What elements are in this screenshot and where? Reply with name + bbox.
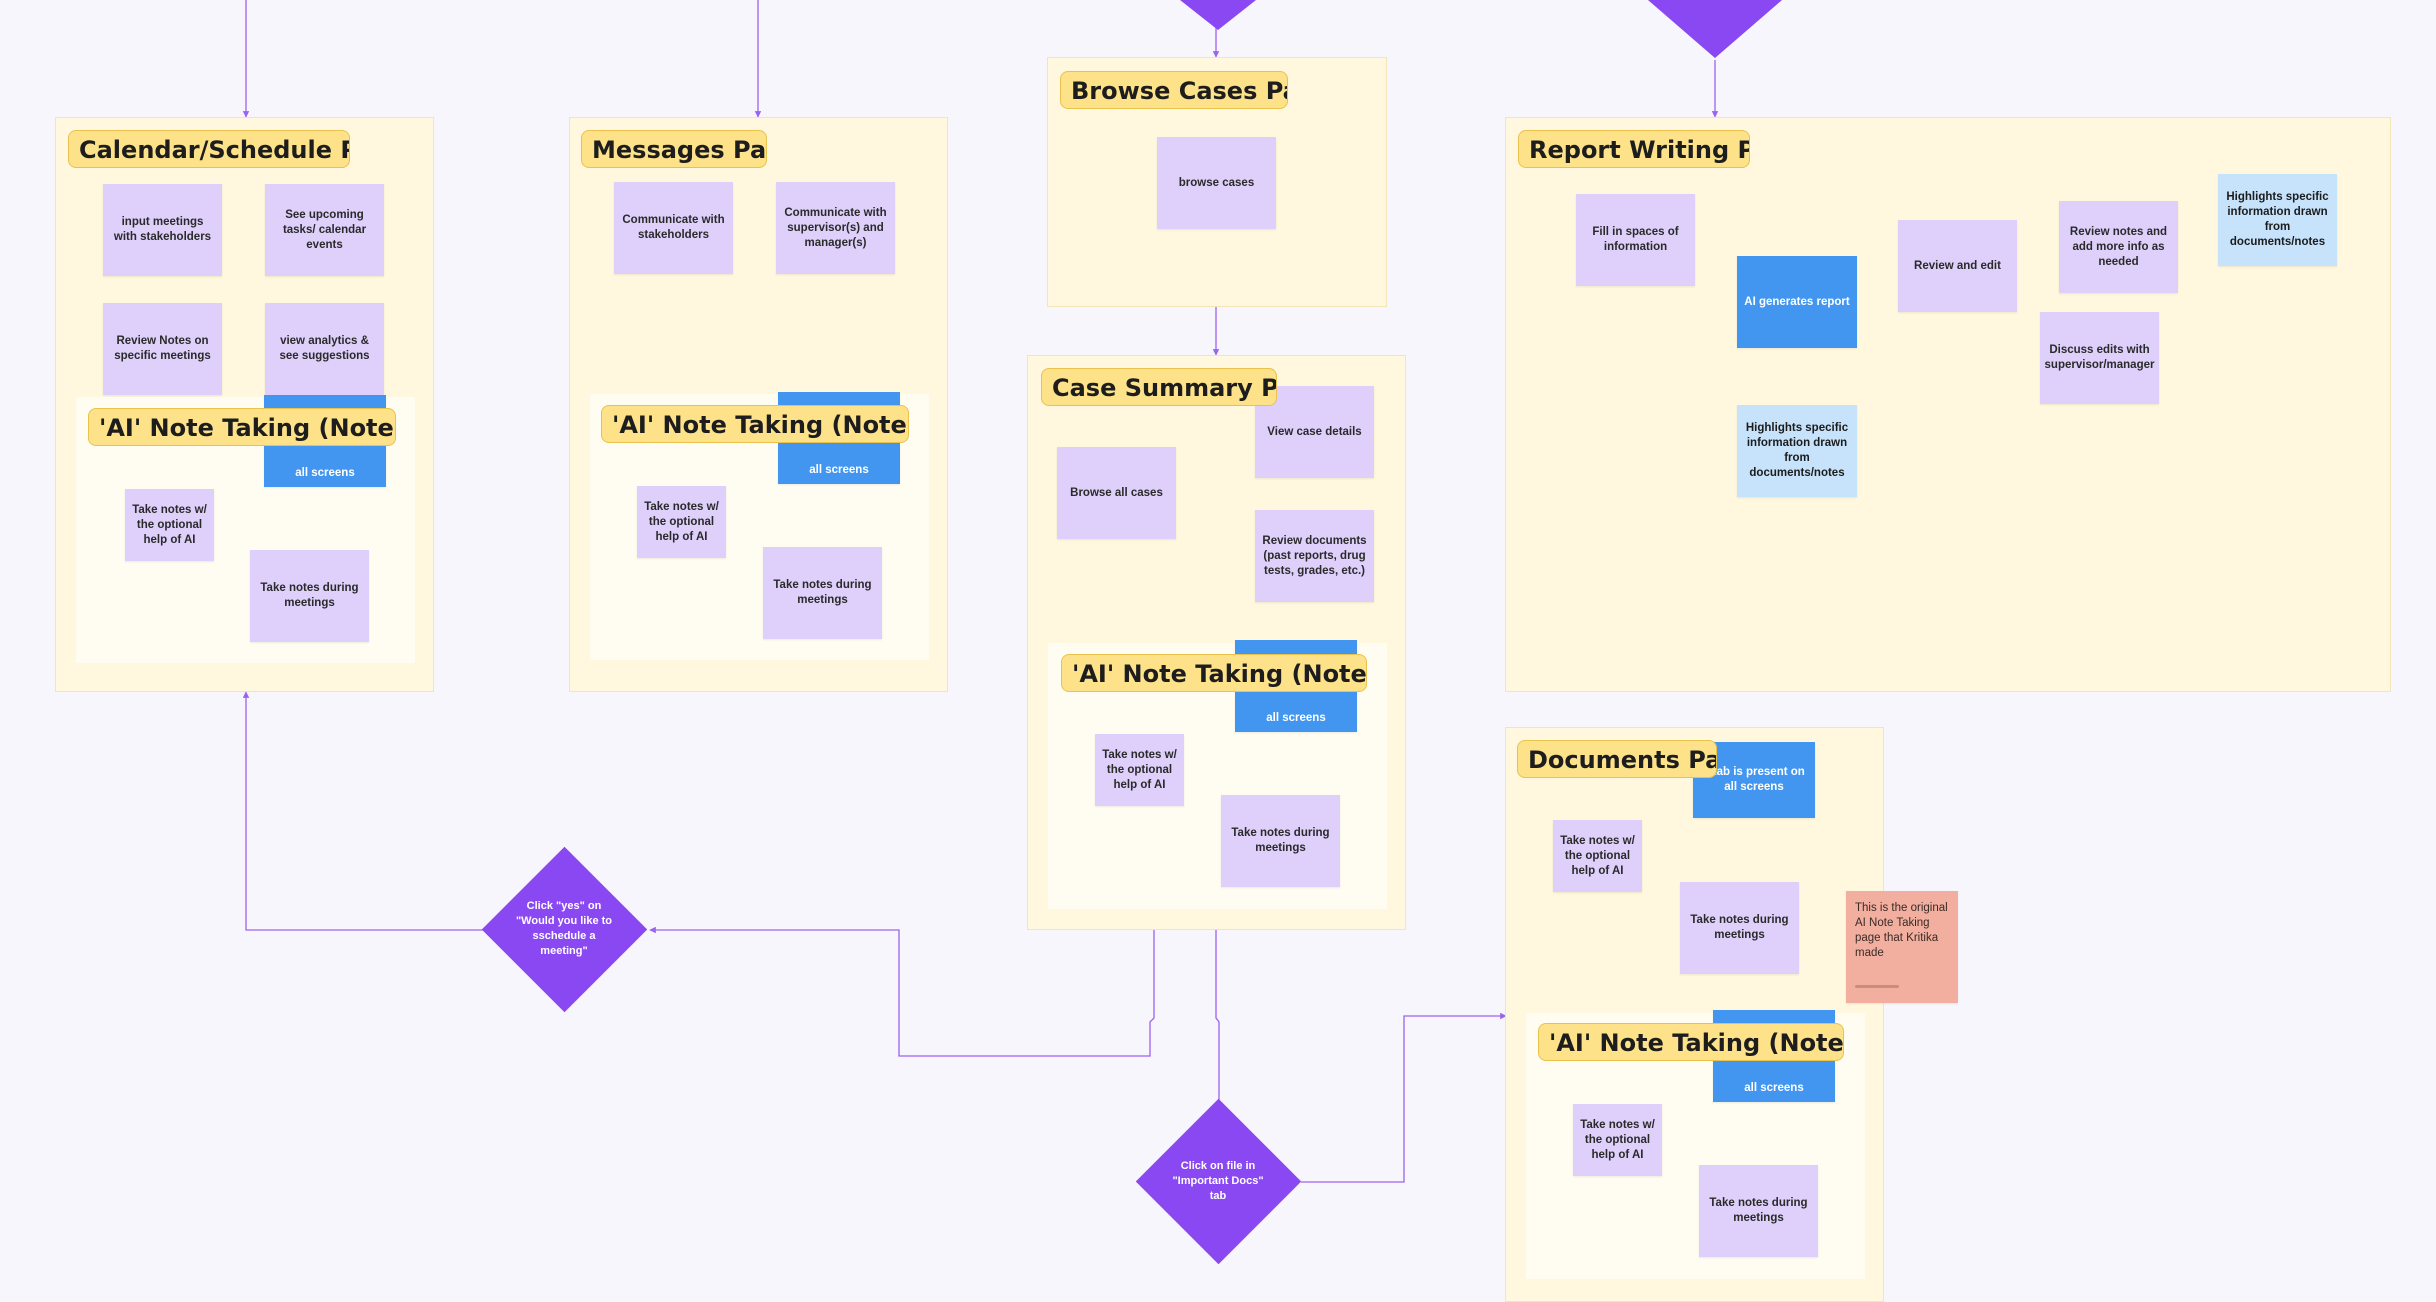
sticky-case-review-documents[interactable]: Review documents (past reports, drug tes… bbox=[1255, 510, 1374, 602]
sticky-case-ai-notes-meetings[interactable]: Take notes during meetings bbox=[1221, 795, 1340, 887]
sticky-documents-ai-notes-meetings[interactable]: Take notes during meetings bbox=[1699, 1165, 1818, 1257]
sticky-report-highlights-top[interactable]: Highlights specific information drawn fr… bbox=[2218, 174, 2337, 266]
connector-summary-to-schedule bbox=[649, 926, 1155, 1057]
sticky-calendar-ai-notes-help[interactable]: Take notes w/ the optional help of AI bbox=[125, 489, 214, 561]
section-title-documents[interactable]: Documents Page bbox=[1517, 740, 1717, 778]
sticky-messages-stakeholders[interactable]: Communicate with stakeholders bbox=[614, 182, 733, 274]
section-title-messages-ai-notes[interactable]: 'AI' Note Taking (Noteboo... bbox=[601, 405, 909, 443]
section-title-case-ai-notes[interactable]: 'AI' Note Taking (Noteboo... bbox=[1061, 654, 1367, 692]
section-title-browse-cases[interactable]: Browse Cases Page bbox=[1060, 71, 1288, 109]
section-title-report-writing[interactable]: Report Writing Page bbox=[1518, 130, 1750, 168]
sticky-messages-ai-notes-help[interactable]: Take notes w/ the optional help of AI bbox=[637, 486, 726, 558]
sticky-calendar-input-meetings[interactable]: input meetings with stakeholders bbox=[103, 184, 222, 276]
decision-diamond-top-right[interactable] bbox=[1648, 0, 1782, 60]
sticky-calendar-analytics[interactable]: view analytics & see suggestions bbox=[265, 303, 384, 395]
sticky-documents-notes-meetings[interactable]: Take notes during meetings bbox=[1680, 882, 1799, 974]
sticky-browse-cases[interactable]: browse cases bbox=[1157, 137, 1276, 229]
decision-schedule-meeting-label: Click "yes" on "Would you like to ssched… bbox=[515, 900, 613, 957]
connector-file-to-documents bbox=[1301, 1012, 1507, 1183]
section-title-documents-ai-notes[interactable]: 'AI' Note Taking (Noteboo... bbox=[1538, 1023, 1844, 1061]
sticky-case-browse-all[interactable]: Browse all cases bbox=[1057, 447, 1176, 539]
sticky-report-highlights-bottom[interactable]: Highlights specific information drawn fr… bbox=[1737, 405, 1857, 497]
sticky-calendar-upcoming-tasks[interactable]: See upcoming tasks/ calendar events bbox=[265, 184, 384, 276]
sticky-report-ai-generates[interactable]: AI generates report bbox=[1737, 256, 1857, 348]
connector-summary-to-file bbox=[1215, 930, 1223, 1109]
comment-text: This is the original AI Note Taking page… bbox=[1855, 902, 1948, 959]
sticky-calendar-ai-notes-meetings[interactable]: Take notes during meetings bbox=[250, 550, 369, 642]
sticky-case-ai-notes-help[interactable]: Take notes w/ the optional help of AI bbox=[1095, 734, 1184, 806]
sticky-report-review-edit[interactable]: Review and edit bbox=[1898, 220, 2017, 312]
connector-schedule-to-calendar bbox=[242, 691, 484, 931]
decision-important-docs-label: Click on file in "Important Docs" tab bbox=[1172, 1160, 1264, 1202]
section-title-messages[interactable]: Messages Page bbox=[581, 130, 767, 168]
sticky-documents-notes-help[interactable]: Take notes w/ the optional help of AI bbox=[1553, 820, 1642, 892]
section-title-case-summary[interactable]: Case Summary Page bbox=[1041, 368, 1277, 406]
sticky-report-discuss-edits[interactable]: Discuss edits with supervisor/manager bbox=[2040, 312, 2159, 404]
sticky-messages-ai-notes-meetings[interactable]: Take notes during meetings bbox=[763, 547, 882, 639]
sticky-report-fill-spaces[interactable]: Fill in spaces of information bbox=[1576, 194, 1695, 286]
comment-author-scribble bbox=[1855, 985, 1899, 988]
sticky-documents-comment[interactable]: This is the original AI Note Taking page… bbox=[1846, 891, 1958, 1003]
sticky-messages-supervisors[interactable]: Communicate with supervisor(s) and manag… bbox=[776, 182, 895, 274]
sticky-report-review-add-info[interactable]: Review notes and add more info as needed bbox=[2059, 201, 2178, 293]
decision-diamond-top-left[interactable] bbox=[1180, 0, 1256, 32]
section-title-calendar[interactable]: Calendar/Schedule Page bbox=[68, 130, 350, 168]
section-title-calendar-ai-notes[interactable]: 'AI' Note Taking (Noteboo... bbox=[88, 408, 396, 446]
sticky-calendar-review-notes[interactable]: Review Notes on specific meetings bbox=[103, 303, 222, 395]
sticky-documents-ai-notes-help[interactable]: Take notes w/ the optional help of AI bbox=[1573, 1104, 1662, 1176]
